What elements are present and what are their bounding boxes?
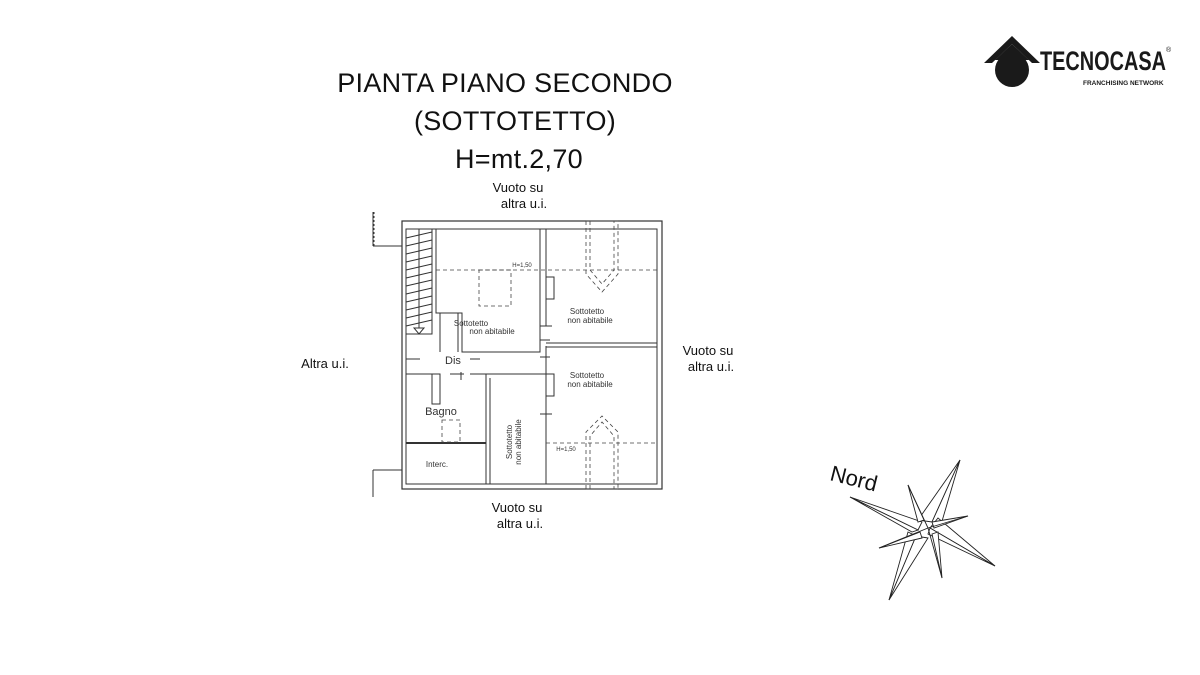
room-dis: Dis bbox=[445, 355, 461, 367]
room-bagno: Bagno bbox=[425, 406, 457, 418]
plan-title-line1: PIANTA PIANO SECONDO bbox=[337, 68, 673, 98]
label-west-unit: Altra u.i. bbox=[290, 356, 360, 372]
compass-north-label: Nord bbox=[828, 461, 880, 497]
house-icon: TECNOCASA ® FRANCHISING NETWORK bbox=[984, 36, 1172, 87]
room-interc: Interc. bbox=[426, 460, 448, 469]
height-label-bottom: H=1,50 bbox=[556, 447, 576, 453]
room-sottotetto-s-line1: Sottotetto bbox=[505, 424, 514, 459]
outer-wall bbox=[401, 220, 663, 490]
room-sottotetto-nw-line2: non abitabile bbox=[469, 327, 515, 336]
staircase bbox=[405, 228, 433, 335]
label-east-void-line2: altra u.i. bbox=[687, 359, 735, 374]
plan-title-line3: H=mt.2,70 bbox=[454, 144, 583, 174]
plan-title: PIANTA PIANO SECONDO (SOTTOTETTO) H=mt.2… bbox=[330, 64, 680, 178]
label-south-void: Vuoto su altra u.i. bbox=[467, 500, 567, 532]
height-label-top: H=1,50 bbox=[512, 263, 532, 269]
tecnocasa-logo: TECNOCASA ® FRANCHISING NETWORK bbox=[982, 30, 1172, 92]
plan-title-line2: (SOTTOTETTO) bbox=[413, 106, 617, 136]
logo-registered-mark: ® bbox=[1166, 46, 1172, 54]
logo-brand-text: TECNOCASA bbox=[1040, 46, 1166, 76]
label-south-void-line1: Vuoto su bbox=[491, 500, 543, 515]
label-south-void-line2: altra u.i. bbox=[496, 516, 544, 531]
label-east-void-line1: Vuoto su bbox=[682, 343, 734, 358]
compass-rose-icon bbox=[849, 459, 996, 601]
room-sottotetto-se-line1: Sottotetto bbox=[570, 371, 605, 380]
room-sottotetto-ne-line2: non abitabile bbox=[567, 316, 613, 325]
logo-tagline: FRANCHISING NETWORK bbox=[1083, 80, 1164, 87]
inner-wall bbox=[405, 228, 658, 485]
room-sottotetto-se-line2: non abitabile bbox=[567, 380, 613, 389]
room-sottotetto-ne-line1: Sottotetto bbox=[570, 307, 605, 316]
label-east-void: Vuoto su altra u.i. bbox=[668, 343, 748, 375]
label-north-void-line2: altra u.i. bbox=[500, 196, 548, 211]
room-sottotetto-s-line2: non abitabile bbox=[514, 419, 523, 465]
label-west-unit-text: Altra u.i. bbox=[301, 356, 349, 371]
label-north-void-line1: Vuoto su bbox=[492, 180, 544, 195]
label-north-void: Vuoto su altra u.i. bbox=[468, 180, 568, 212]
room-sottotetto-nw-line1: Sottotetto bbox=[454, 319, 489, 328]
